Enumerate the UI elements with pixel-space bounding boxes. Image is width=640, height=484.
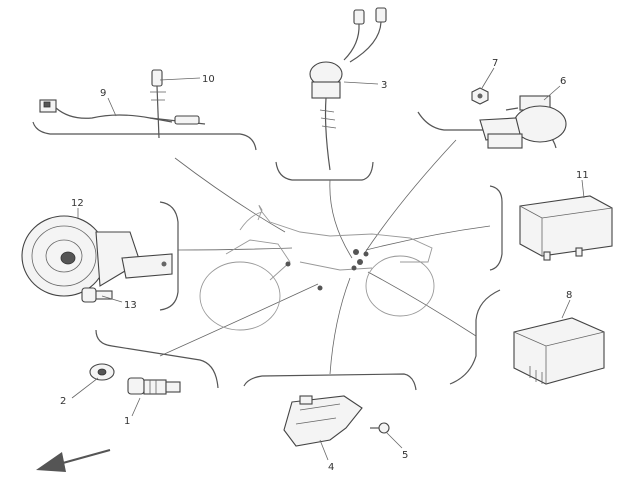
- motorcycle-outline: [199, 205, 435, 331]
- part-8-control-unit: [513, 317, 605, 385]
- callout-6: 6: [560, 76, 566, 87]
- part-10-probe: [150, 69, 166, 139]
- leader-wire-top-center: [329, 179, 353, 259]
- callout-13: 13: [124, 300, 137, 311]
- part-9-wire-harness: [39, 99, 206, 125]
- bracket-left-horn: [159, 201, 179, 311]
- part-7-nut: [471, 87, 489, 105]
- part-1-sensor: [127, 377, 181, 395]
- vehicle-connection-points: [285, 249, 369, 291]
- part-13-bolt: [81, 287, 113, 303]
- part-4-bracket: [283, 395, 363, 447]
- leader-wire-top-right: [363, 139, 457, 255]
- front-direction-arrow-icon: [36, 449, 111, 472]
- callout-4: 4: [328, 462, 334, 473]
- part-11-relay-box: [519, 195, 613, 261]
- bracket-right-relay: [489, 185, 503, 271]
- callout-7: 7: [492, 58, 498, 69]
- leader-wire-relay: [365, 225, 491, 251]
- bracket-top-left: [32, 121, 257, 151]
- callout-5: 5: [402, 450, 408, 461]
- part-6-solenoid: [479, 95, 567, 149]
- callout-11: 11: [576, 170, 589, 181]
- callout-8: 8: [566, 290, 572, 301]
- leader-wire-bottom-left: [159, 283, 319, 357]
- part-12-horn: [21, 215, 173, 297]
- leader-wire-bottom-center: [329, 277, 351, 375]
- bracket-top-center: [275, 161, 374, 181]
- callout-1: 1: [124, 416, 130, 427]
- callout-leader-lines: [71, 67, 585, 461]
- callout-9: 9: [100, 88, 106, 99]
- callout-10: 10: [202, 74, 215, 85]
- part-2-washer: [89, 363, 115, 381]
- callout-12: 12: [71, 198, 84, 209]
- part-3-switch-assembly: [309, 7, 387, 171]
- part-5-screw: [370, 422, 390, 434]
- bracket-bottom-center: [243, 373, 417, 391]
- bracket-right-unit: [449, 289, 501, 385]
- callout-3: 3: [381, 80, 387, 91]
- leader-wire-top-left: [174, 157, 286, 233]
- bracket-bottom-left: [95, 329, 219, 389]
- leader-wire-right-unit: [367, 271, 477, 337]
- callout-2: 2: [60, 396, 66, 407]
